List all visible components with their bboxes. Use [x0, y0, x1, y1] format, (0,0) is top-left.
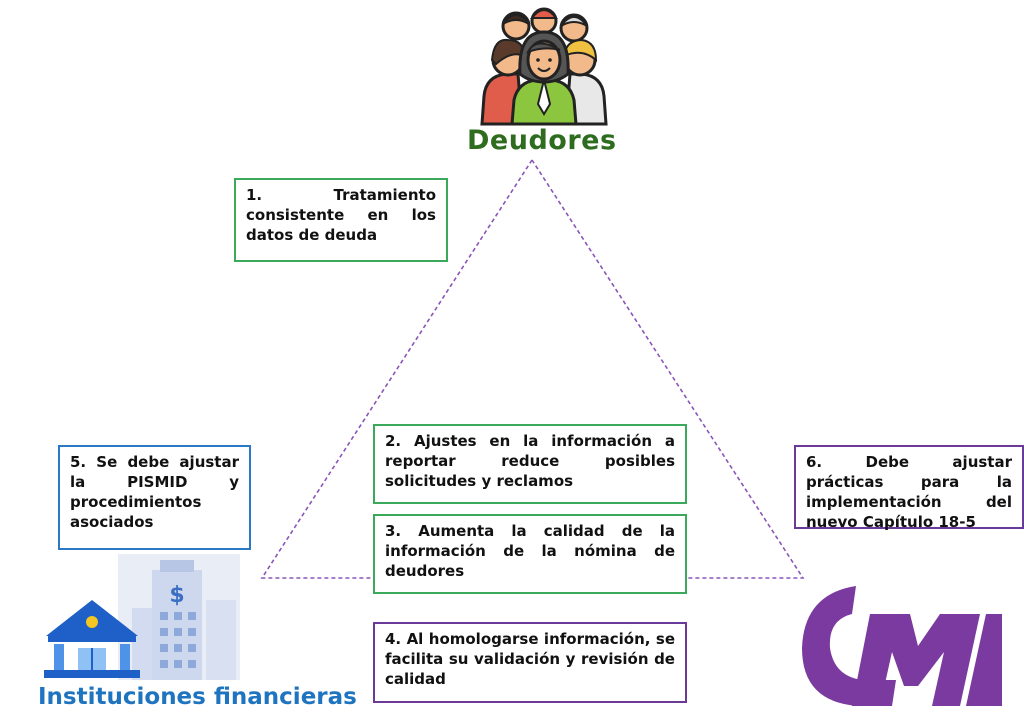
node-label-deudores: Deudores — [467, 125, 617, 156]
note-3: 3. Aumenta la calidad de la información … — [373, 514, 687, 594]
cmf-logo-icon — [802, 586, 1002, 706]
people-group-icon — [480, 7, 608, 126]
relationship-triangle — [260, 159, 805, 579]
note-6: 6. Debe ajustar prácticas para la implem… — [794, 445, 1024, 531]
triangle-outline — [260, 159, 805, 579]
note-4: 4. Al homologarse información, se facili… — [373, 622, 687, 703]
svg-text:$: $ — [169, 583, 184, 608]
note-1: 1. Tratamiento consistente en los datos … — [234, 178, 448, 262]
bank-buildings-icon: $ — [44, 554, 240, 680]
note-5: 5. Se debe ajustar la PISMID y procedimi… — [58, 445, 251, 550]
note-2: 2. Ajustes en la información a reportar … — [373, 424, 687, 504]
node-label-instituciones: Instituciones financieras — [38, 684, 357, 710]
